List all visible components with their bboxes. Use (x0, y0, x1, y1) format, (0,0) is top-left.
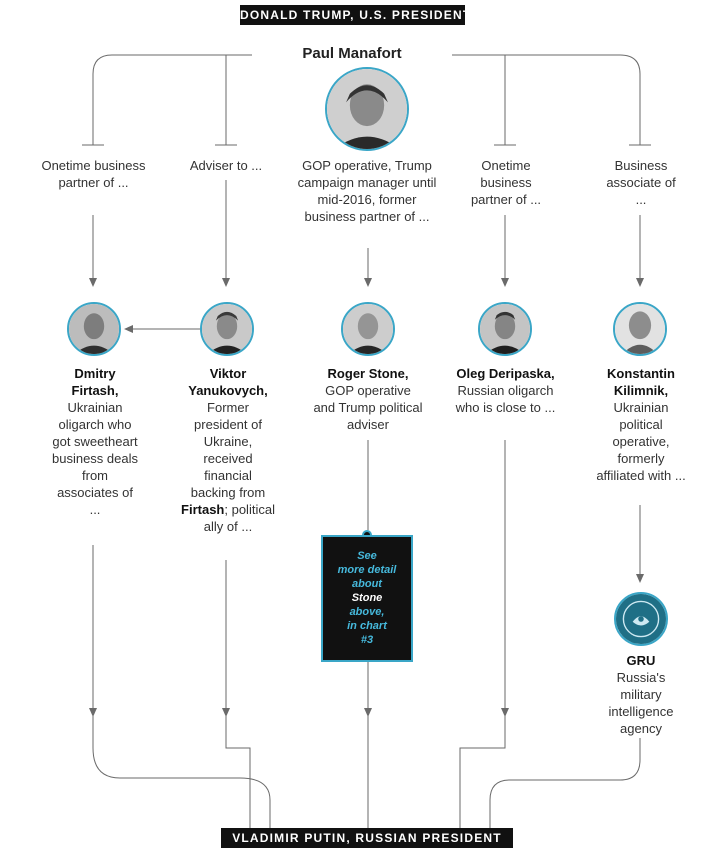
person-yanukovych: Viktor Yanukovych, Former president of U… (180, 365, 276, 535)
manafort-avatar (325, 67, 409, 151)
kilimnik-name: Konstantin Kilimnik, (607, 366, 675, 398)
yanukovych-desc-post: ; political ally of ... (203, 502, 275, 534)
relation-label-kilimnik: Business associate of ... (603, 157, 679, 208)
stone-desc: GOP operative and Trump political advise… (313, 383, 423, 432)
kilimnik-desc: Ukrainian political operative, formerly … (596, 400, 686, 483)
person-deripaska: Oleg Deripaska, Russian oligarch who is … (448, 365, 563, 416)
top-banner: DONALD TRUMP, U.S. PRESIDENT (240, 5, 470, 25)
note-line-3: about (352, 578, 382, 590)
gru-desc: Russia's military intelligence agency (608, 670, 674, 736)
person-firtash: Dmitry Firtash, Ukrainian oligarch who g… (50, 365, 140, 518)
bottom-banner: VLADIMIR PUTIN, RUSSIAN PRESIDENT (221, 828, 513, 848)
deripaska-avatar (478, 302, 532, 356)
note-stone: Stone (351, 592, 383, 604)
deripaska-name: Oleg Deripaska, (456, 366, 555, 381)
kilimnik-avatar (613, 302, 667, 356)
yanukovych-desc-pre: Former president of Ukraine, received fi… (190, 400, 266, 500)
firtash-name: Dmitry Firtash, (71, 366, 119, 398)
stone-avatar (341, 302, 395, 356)
center-name: Paul Manafort (252, 45, 452, 62)
yanukovych-avatar (200, 302, 254, 356)
yanukovych-name: Viktor Yanukovych, (188, 366, 268, 398)
deripaska-desc: Russian oligarch who is close to ... (455, 383, 556, 415)
note-line-4: above, (349, 606, 385, 618)
yanukovych-desc-bold: Firtash (181, 502, 225, 517)
center-description: GOP operative, Trump campaign manager un… (292, 157, 442, 225)
note-line-1: See (357, 550, 377, 562)
firtash-desc: Ukrainian oligarch who got sweetheart bu… (52, 400, 138, 517)
stone-note-box[interactable]: See more detail about Stone above, in ch… (321, 535, 413, 662)
person-stone: Roger Stone, GOP operative and Trump pol… (313, 365, 423, 433)
relation-label-deripaska: Onetime business partner of ... (462, 157, 550, 208)
firtash-avatar (67, 302, 121, 356)
gru-emblem (614, 592, 668, 646)
note-line-2: more detail (337, 564, 397, 576)
stone-name: Roger Stone, (327, 366, 409, 381)
note-line-5: in chart (347, 620, 387, 632)
note-line-6: #3 (360, 634, 374, 646)
gru-block: GRU Russia's military intelligence agenc… (596, 652, 686, 737)
relation-label-yanukovych: Adviser to ... (181, 157, 271, 174)
person-kilimnik: Konstantin Kilimnik, Ukrainian political… (596, 365, 686, 484)
gru-name: GRU (626, 653, 656, 668)
relation-label-firtash: Onetime business partner of ... (41, 158, 146, 190)
